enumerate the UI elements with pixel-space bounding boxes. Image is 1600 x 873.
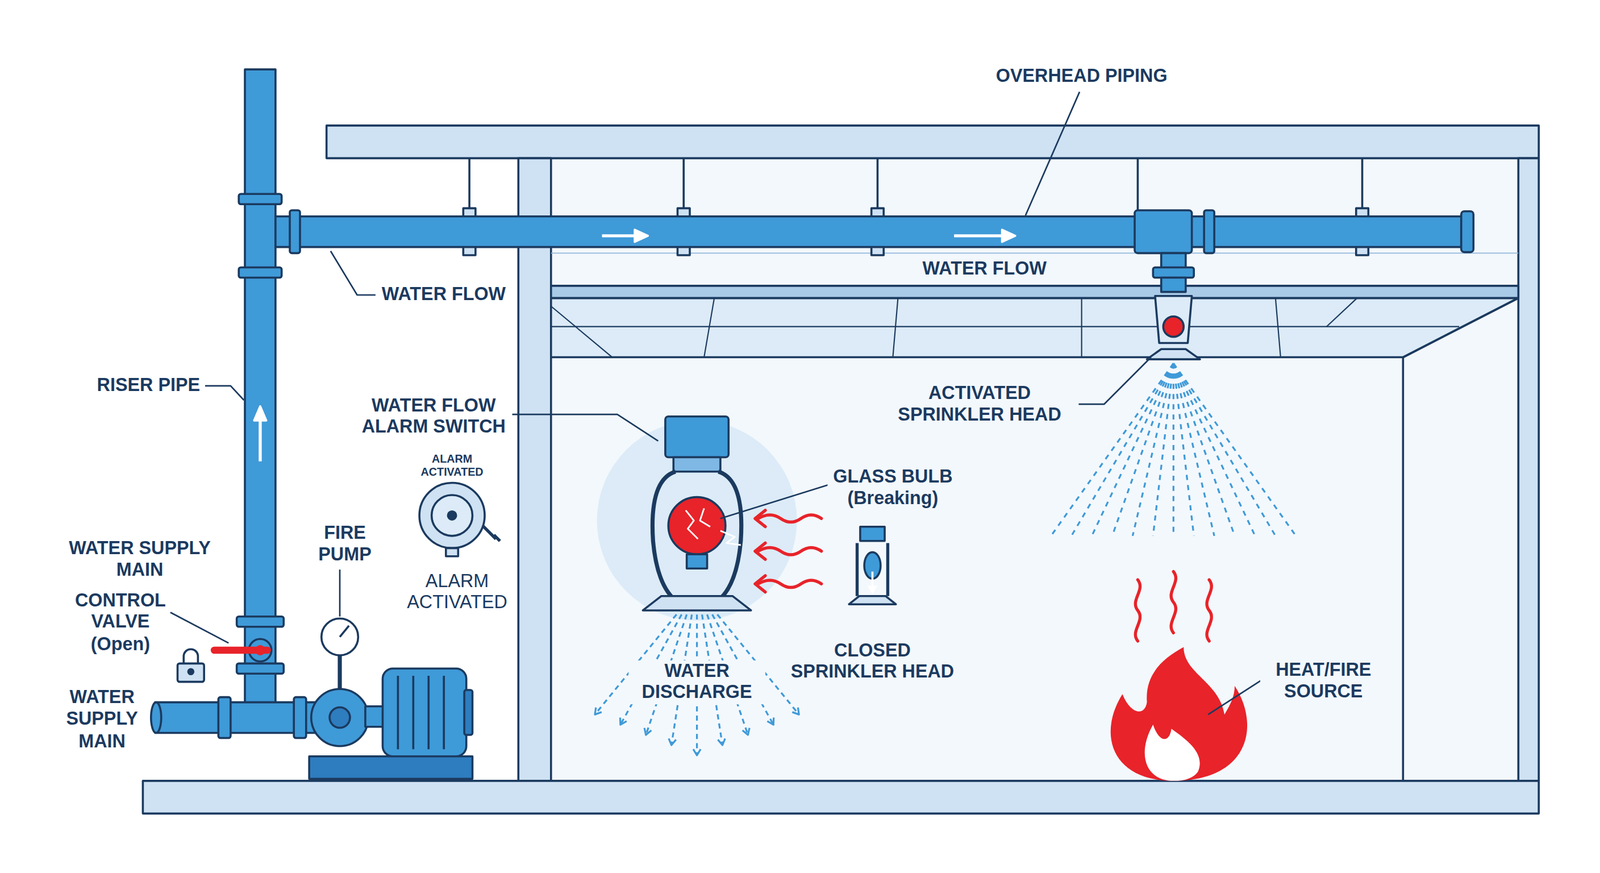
fire-pump bbox=[309, 618, 473, 779]
column bbox=[518, 157, 551, 781]
pipe-tee bbox=[1134, 210, 1193, 253]
discharge-arrowhead bbox=[792, 707, 799, 715]
spray-line bbox=[1092, 363, 1174, 536]
water-spray bbox=[1051, 363, 1297, 536]
part-label: WATER FLOW ALARM SWITCH bbox=[344, 394, 523, 439]
heat-waves bbox=[755, 510, 822, 593]
pipe-coupling bbox=[236, 663, 285, 674]
discharge-arrowhead bbox=[619, 717, 627, 725]
fire bbox=[1110, 571, 1248, 781]
back-wall-edge bbox=[1402, 357, 1405, 781]
part-label: WATER SUPPLY MAIN bbox=[56, 537, 224, 582]
status-label: ALARM ACTIVATED bbox=[396, 569, 519, 615]
discharge-arrowhead bbox=[668, 738, 677, 745]
flow-label: WATER FLOW bbox=[379, 283, 508, 306]
part-label: CLOSED SPRINKLER HEAD bbox=[783, 639, 961, 684]
pipe-end bbox=[151, 702, 162, 733]
floor-slab bbox=[142, 780, 1539, 814]
pipe-flange bbox=[218, 697, 231, 739]
spray-line bbox=[1173, 363, 1276, 536]
part-label: CONTROL VALVE (Open) bbox=[64, 589, 177, 656]
discharge-arrowhead bbox=[644, 727, 652, 735]
discharge-arrowhead bbox=[717, 738, 725, 745]
discharge-arrowhead bbox=[693, 748, 701, 756]
part-label: WATER DISCHARGE bbox=[628, 659, 766, 704]
part-label: ACTIVATED SPRINKLER HEAD bbox=[880, 382, 1079, 427]
part-label: OVERHEAD PIPING bbox=[993, 65, 1170, 88]
part-label: FIRE PUMP bbox=[307, 522, 383, 567]
spray-line bbox=[1173, 363, 1235, 536]
roof-slab bbox=[326, 125, 1540, 158]
pipe-end-cap bbox=[1461, 211, 1474, 253]
part-label: HEAT/FIRE SOURCE bbox=[1260, 658, 1387, 703]
pipe-flange bbox=[1203, 210, 1215, 253]
leader-lines bbox=[170, 92, 1266, 715]
pipe-coupling bbox=[238, 193, 282, 204]
activated-sprinkler bbox=[1147, 277, 1200, 360]
spray-line bbox=[1071, 363, 1174, 536]
alarm-bell bbox=[419, 482, 500, 556]
spray-line bbox=[1173, 363, 1297, 536]
lock-icon bbox=[177, 648, 204, 682]
drop-fitting bbox=[1152, 267, 1194, 278]
right-wall bbox=[1518, 157, 1539, 781]
room-ground bbox=[551, 157, 1519, 781]
back-wall-edge bbox=[1402, 297, 1519, 357]
pipe-coupling bbox=[236, 616, 285, 627]
spray-line bbox=[1132, 363, 1174, 536]
ceiling-plane bbox=[551, 297, 1519, 357]
flow-arrows bbox=[253, 229, 1016, 462]
flow-label: WATER FLOW bbox=[920, 257, 1049, 281]
pipe-coupling bbox=[238, 267, 282, 278]
discharge-arrowhead bbox=[594, 707, 602, 715]
water-discharge-arrows bbox=[594, 614, 799, 756]
plenum-line bbox=[551, 252, 1519, 254]
part-label: GLASS BULB (Breaking) bbox=[827, 465, 960, 511]
ceiling-band bbox=[551, 285, 1519, 299]
spray-line bbox=[1112, 363, 1174, 536]
closed-sprinkler bbox=[848, 526, 897, 604]
discharge-arrowhead bbox=[742, 727, 750, 735]
status-label: ALARM ACTIVATED bbox=[409, 452, 495, 479]
spray-line bbox=[1173, 363, 1215, 536]
part-label: RISER PIPE bbox=[94, 374, 203, 397]
ceiling-grid bbox=[551, 297, 1460, 357]
spray-line bbox=[1172, 363, 1175, 536]
spray-line bbox=[1173, 363, 1256, 536]
part-label: WATER SUPPLY MAIN bbox=[53, 686, 150, 753]
spray-line bbox=[1152, 363, 1174, 536]
valve-hub bbox=[255, 644, 266, 656]
pipe-flange bbox=[293, 697, 307, 739]
discharge-arrowhead bbox=[767, 717, 774, 725]
pipe-flange bbox=[289, 210, 300, 253]
overhead-pipe bbox=[275, 216, 1465, 248]
